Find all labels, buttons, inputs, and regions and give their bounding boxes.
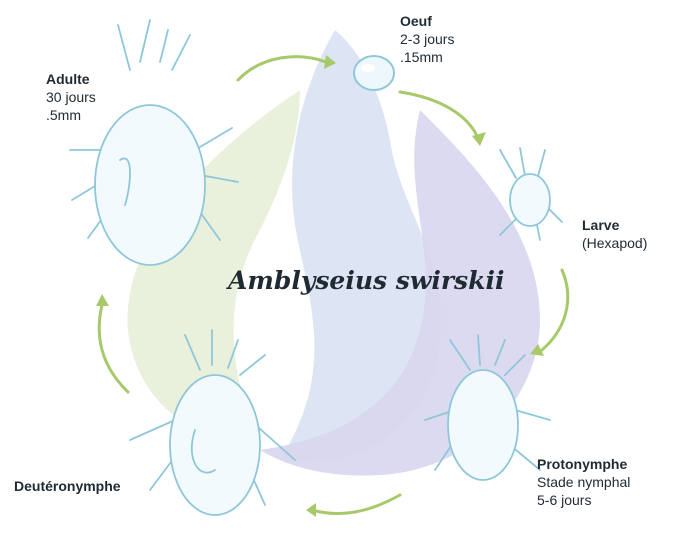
label-oeuf: Oeuf 2-3 jours .15mm <box>400 12 454 66</box>
label-protonymphe: Protonymphe Stade nymphal 5-6 jours <box>537 455 630 509</box>
stage-note-larve: (Hexapod) <box>582 234 647 252</box>
stage-note-protonymphe: Stade nymphal <box>537 473 630 491</box>
larva-mite-illustration <box>500 148 562 240</box>
label-adulte: Adulte 30 jours .5mm <box>46 70 96 124</box>
stage-name-adulte: Adulte <box>46 70 96 88</box>
stage-duration-oeuf: 2-3 jours <box>400 30 454 48</box>
stage-name-deutero: Deutéronymphe <box>14 477 121 495</box>
stage-size-oeuf: .15mm <box>400 48 454 66</box>
arrow-larva-to-protonymph <box>542 270 568 350</box>
stage-name-oeuf: Oeuf <box>400 12 454 30</box>
label-larve: Larve (Hexapod) <box>582 216 647 252</box>
stage-name-protonymphe: Protonymphe <box>537 455 630 473</box>
arrow-protonymph-to-deutonymph <box>312 495 400 514</box>
species-title: Amblyseius swirskii <box>228 266 504 295</box>
stage-duration-adulte: 30 jours <box>46 88 96 106</box>
arrow-deutonymph-to-adult <box>99 305 128 392</box>
stage-size-adulte: .5mm <box>46 106 96 124</box>
stage-name-larve: Larve <box>582 216 647 234</box>
label-deutero: Deutéronymphe <box>14 477 121 495</box>
egg-illustration <box>354 56 394 90</box>
stage-duration-protonymphe: 5-6 jours <box>537 491 630 509</box>
